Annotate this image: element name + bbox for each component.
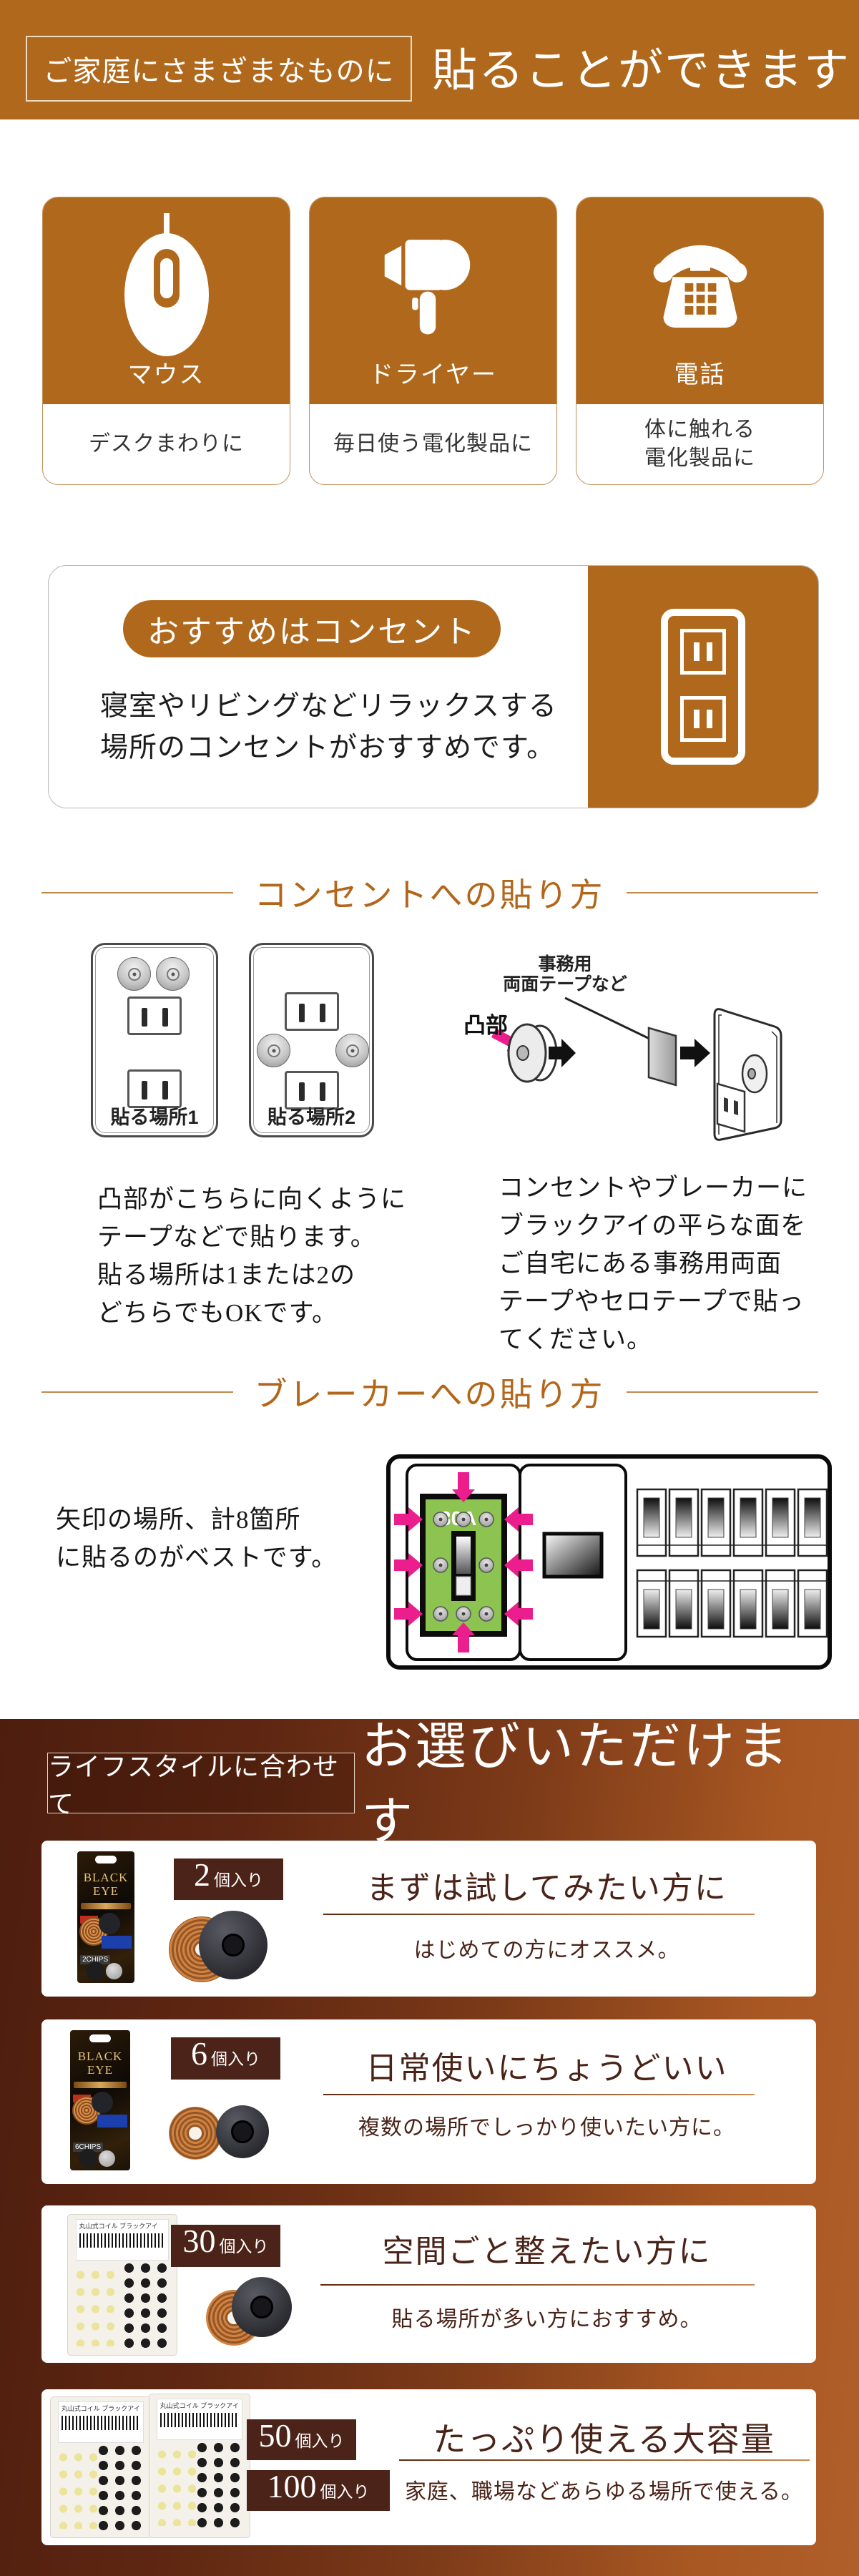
divider <box>323 2094 755 2095</box>
choose-badge: ライフスタイルに合わせて <box>47 1753 355 1818</box>
tape-label: 事務用 両面テープなど <box>503 954 627 994</box>
barcode <box>79 2233 166 2248</box>
product-subtext: 貼る場所が多い方におすすめ。 <box>391 2308 702 2331</box>
product-card-large: 丸山式コイル ブラックアイ 丸山式コイル ブラックアイ 50 個入り 100 <box>41 2389 816 2545</box>
mouse-icon <box>124 213 209 356</box>
usage-card-label: 電話 <box>674 362 726 388</box>
outlet-panel <box>588 566 818 808</box>
spot2-label: 貼る場所2 <box>267 1107 356 1128</box>
bag-image: 丸山式コイル ブラックアイ <box>67 2214 177 2356</box>
usage-card-mouse: マウス デスクまわりに <box>42 197 290 485</box>
sticker-disc <box>117 957 151 991</box>
choose-title: お選びいただけます <box>361 1718 791 1851</box>
product-subtext: はじめての方にオススメ。 <box>413 1939 680 1962</box>
recommend-text: 寝室やリビングなどリラックスする 場所のコンセントがおすすめです。 <box>100 691 557 763</box>
discs-image <box>206 2277 292 2346</box>
bag-image: 丸山式コイル ブラックアイ <box>149 2394 250 2538</box>
outlet-diagram-spot2: 貼る場所2 <box>249 943 374 1137</box>
package-image: BLACK EYE 6CHIPS <box>70 2030 130 2170</box>
spot1-label: 貼る場所1 <box>110 1107 199 1128</box>
product-heading: たっぷり使える大容量 <box>433 2421 775 2458</box>
dryer-icon <box>384 240 470 335</box>
product-card-2pack: BLACK EYE 2CHIPS 2 個入り まずは試してみたい方に <box>41 1841 816 1997</box>
section-title-outlet: コンセントへの貼り方 <box>0 871 859 914</box>
count-badge: 2 個入り <box>174 1858 283 1900</box>
product-heading: 空間ごと整えたい方に <box>382 2234 712 2269</box>
phone-icon <box>653 245 747 328</box>
product-heading: 日常使いにちょうどいい <box>365 2051 728 2086</box>
outlet-icon <box>661 609 745 765</box>
bag-image: 丸山式コイル ブラックアイ <box>50 2396 152 2538</box>
placement-arrows <box>394 1472 533 1652</box>
outlet-howto-text-right: コンセントやブレーカーに ブラックアイの平らな面を ご自宅にある事務用両面 テー… <box>499 1174 808 1353</box>
application-diagram <box>491 996 782 1141</box>
divider <box>320 2284 755 2286</box>
sticker-disc <box>335 1034 369 1067</box>
count-badge-50: 50 個入り <box>247 2419 356 2460</box>
discs-image <box>169 1911 267 1982</box>
choose-section: ライフスタイルに合わせて お選びいただけます BLACK EYE 2CHIPS <box>0 1718 859 2576</box>
usage-card-label: マウス <box>127 362 205 388</box>
product-subtext: 複数の場所でしっかり使いたい方に。 <box>358 2116 735 2140</box>
product-subtext: 家庭、職場などあらゆる場所で使える。 <box>404 2480 804 2504</box>
product-heading: まずは試してみたい方に <box>366 1871 727 1906</box>
title-line <box>626 1391 818 1393</box>
recommend-card: おすすめはコンセント 寝室やリビングなどリラックスする 場所のコンセントがおすす… <box>48 565 819 808</box>
breaker-howto-text: 矢印の場所、計8箇所 に貼るのがベストです。 <box>56 1506 338 1572</box>
title-line <box>626 892 818 893</box>
outlet-diagram-spot1: 貼る場所1 <box>91 943 218 1137</box>
count-badge: 6 個入り <box>171 2037 280 2080</box>
convex-label: 凸部 <box>463 1013 508 1038</box>
count-badge: 30 個入り <box>171 2225 280 2267</box>
product-card-30pack: 丸山式コイル ブラックアイ 30 個入り 空間ごと整えたい方に 貼る場所が多い方… <box>41 2205 816 2363</box>
sticker-disc <box>257 1034 290 1067</box>
title-line <box>41 1391 233 1393</box>
package-image: BLACK EYE 2CHIPS <box>77 1851 134 1983</box>
usage-card-label: ドライヤー <box>369 362 497 388</box>
count-badge-100: 100 個入り <box>247 2470 390 2511</box>
barcode <box>159 2413 240 2427</box>
product-card-6pack: BLACK EYE 6CHIPS 6 個入り 日常使いにちょうどいい <box>41 2019 816 2184</box>
header-banner: ご家庭にさまざまなものに 貼ることができます <box>0 0 859 119</box>
recommend-badge: おすすめはコンセント <box>123 600 501 657</box>
sticker-disc <box>156 957 190 991</box>
usage-card-desc: 毎日使う電化製品に <box>333 432 533 456</box>
divider <box>323 1914 755 1915</box>
usage-card-dryer: ドライヤー 毎日使う電化製品に <box>309 197 557 485</box>
page-title: 貼ることができます <box>432 45 850 96</box>
section-title-breaker: ブレーカーへの貼り方 <box>0 1371 859 1414</box>
usage-card-phone: 電話 体に触れる 電化製品に <box>576 197 824 485</box>
outlet-howto-text-left: 凸部がこちらに向くように テープなどで貼ります。 貼る場所は1または2の どちら… <box>97 1185 407 1327</box>
discs-image <box>169 2105 269 2160</box>
title-line <box>41 892 233 893</box>
header-badge: ご家庭にさまざまなものに <box>26 36 412 102</box>
barcode <box>61 2416 141 2430</box>
divider <box>399 2459 810 2461</box>
usage-card-desc: デスクまわりに <box>89 432 244 456</box>
usage-card-desc: 体に触れる 電化製品に <box>644 418 755 470</box>
breaker-diagram: 30A <box>386 1454 832 1670</box>
breaker-switches <box>636 1488 828 1638</box>
